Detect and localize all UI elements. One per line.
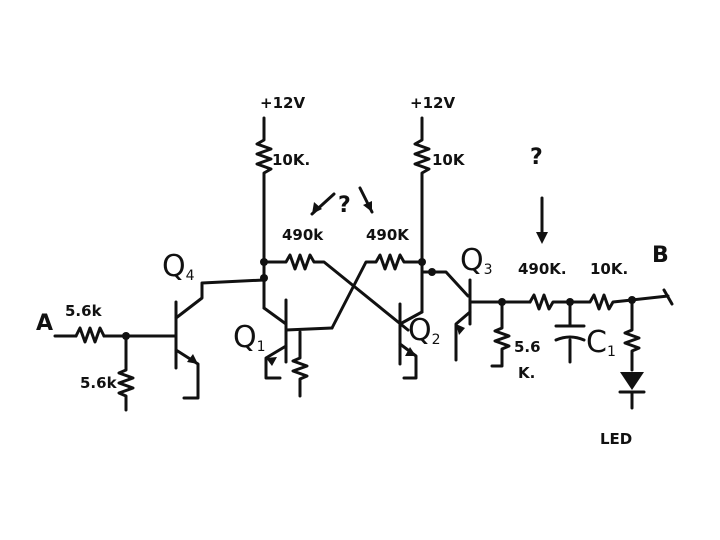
right-supply-branch: +12V 10K [410,94,470,314]
left-supply-branch: +12V 10K. [255,94,310,310]
q2-label: Q2 [408,313,441,348]
q2-emitter [398,342,418,380]
q1-base-wire [284,326,334,332]
r-pullup-right-label: 10K [432,151,466,169]
led-label: LED [600,430,632,448]
q2-collector [398,310,424,326]
q4-emitter [174,348,200,400]
q1-emitter-arrow [266,357,277,366]
supply-left-label: +12V [260,94,305,112]
q1-base-resistor [291,330,309,398]
r-input-shunt [117,334,135,412]
r-out-series [528,293,572,311]
q1-collector [262,306,288,326]
cap-plate-bottom [554,335,586,342]
output-arrow-b [662,288,674,306]
q1-emitter [264,344,288,380]
r-input-shunt-label: 5.6k [80,374,118,392]
cross-coupling: 490k 490K ? [262,186,424,332]
r-filter [568,293,670,311]
r-out-shunt-label-1: 5.6 [514,338,541,356]
q4-emitter-arrow [187,354,198,364]
q3-label: Q3 [460,243,493,278]
r-input-series [74,326,106,344]
wire-to-q3 [420,270,470,298]
arrow-output-head [536,232,548,244]
r-cross-right-label: 490K [366,226,410,244]
input-section: A 5.6k 5.6k [36,302,178,412]
output-b-label: B [652,243,669,268]
q4-label: Q4 [162,249,195,284]
cap-label: C1 [586,325,616,360]
junction-q2-collector [418,258,426,266]
transistor-q2: Q2 [398,302,441,380]
supply-right-label: +12V [410,94,455,112]
r-pullup-left-label: 10K. [272,151,310,169]
question-mark-cross: ? [338,193,351,218]
transistor-q3: Q3 [454,243,532,362]
output-network: 5.6 K. 490K. ? C1 10K. B LED [490,145,674,448]
arrow-right-head [363,201,372,212]
r-filter-label: 10K. [590,260,628,278]
r-out-series-label: 490K. [518,260,567,278]
r-cross-left-label: 490k [282,226,324,244]
input-a-label: A [36,311,53,336]
q4-collector [174,278,266,320]
question-mark-output: ? [530,145,543,170]
right-rail [413,116,431,314]
q1-label: Q1 [233,320,266,355]
r-cross-left [262,253,410,332]
junction-q4-left-node [260,274,268,282]
transistor-q1: Q1 [233,298,334,398]
led-icon [620,372,644,390]
r-input-series-label: 5.6k [65,302,103,320]
q2-emitter-arrow [405,347,416,356]
r-out-shunt [490,300,511,368]
q3-emitter [454,310,472,362]
q3-emitter-arrow [456,324,465,335]
r-led-series [623,298,641,372]
r-out-shunt-label-2: K. [518,364,535,382]
arrow-left-head [312,202,322,214]
r-cross-right [330,253,424,330]
left-rail [255,116,273,310]
